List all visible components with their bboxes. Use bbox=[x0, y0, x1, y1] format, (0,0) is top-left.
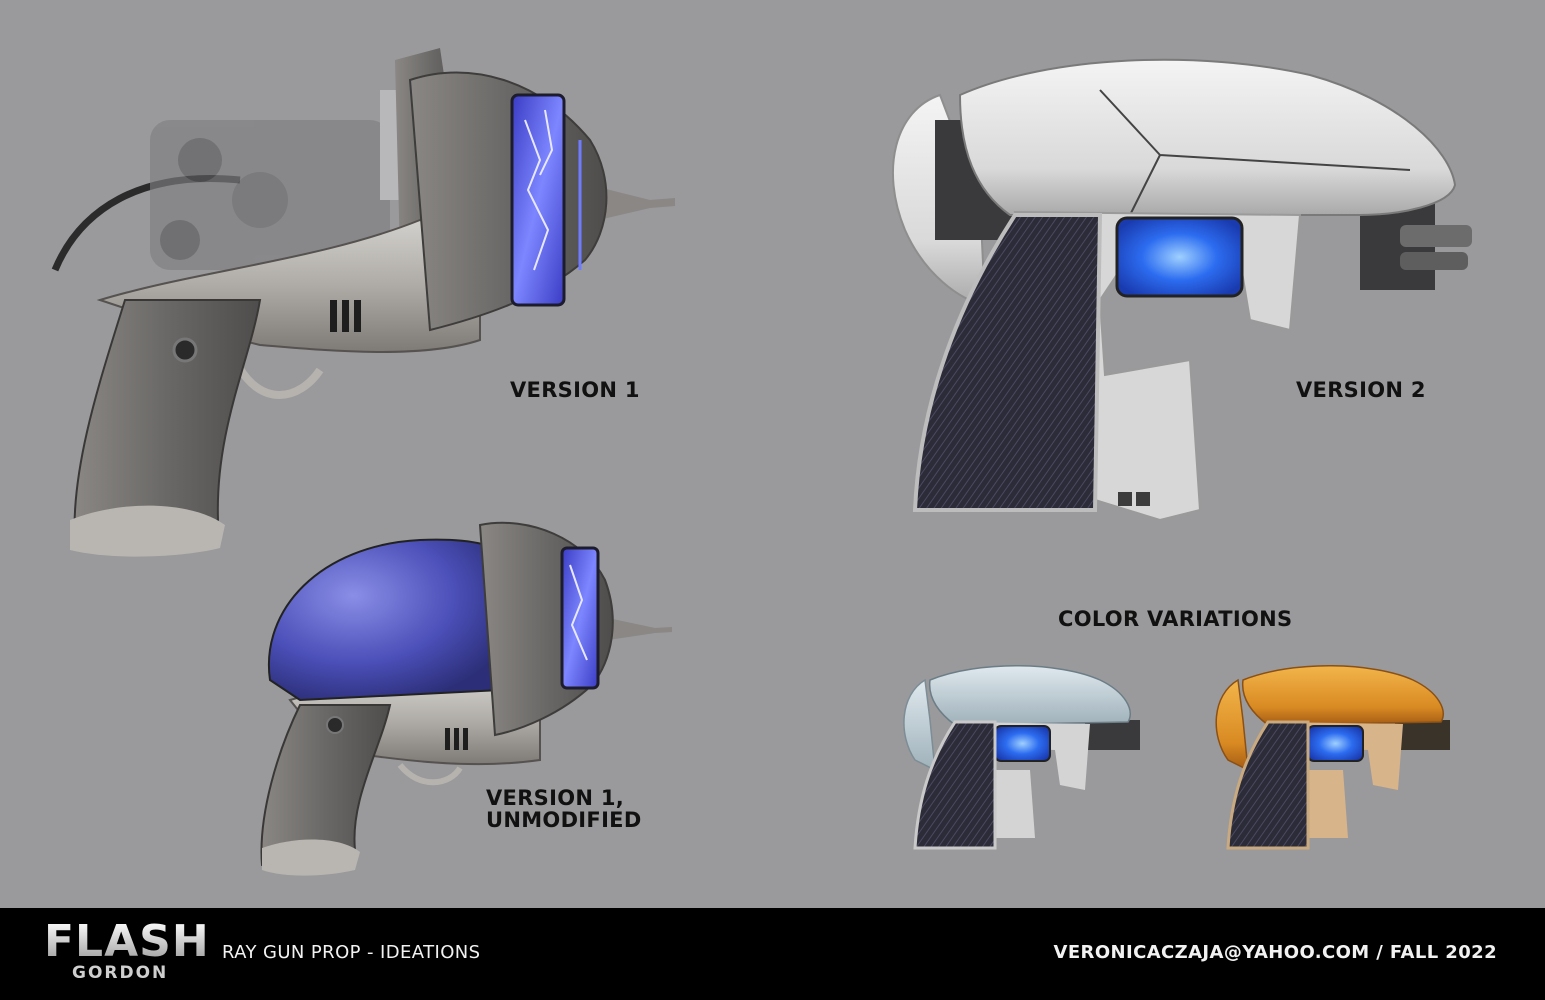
version1-label: VERSION 1 bbox=[510, 378, 640, 402]
color-variation-blue bbox=[903, 665, 1140, 850]
artist-credit: VERONICACZAJA@YAHOO.COM / FALL 2022 bbox=[1053, 942, 1497, 963]
version1-unmodified-ray-gun bbox=[260, 521, 672, 876]
ray-gun-artwork bbox=[51, 48, 1472, 876]
logo-flash-text: FLASH bbox=[44, 916, 210, 967]
sheet-title: RAY GUN PROP - IDEATIONS bbox=[222, 942, 481, 963]
version1-unmodified-label-line2: UNMODIFIED bbox=[486, 808, 642, 832]
version2-ray-gun bbox=[892, 58, 1472, 522]
color-variations-label: COLOR VARIATIONS bbox=[1058, 607, 1293, 631]
color-variation-orange bbox=[1215, 665, 1450, 850]
logo-gordon-text: GORDON bbox=[72, 963, 169, 983]
version1-ray-gun bbox=[51, 48, 675, 557]
version2-label: VERSION 2 bbox=[1296, 378, 1426, 402]
footer-bar: FLASH GORDON RAY GUN PROP - IDEATIONS VE… bbox=[0, 908, 1545, 1000]
version1-unmodified-label-line1: VERSION 1, bbox=[486, 786, 625, 810]
